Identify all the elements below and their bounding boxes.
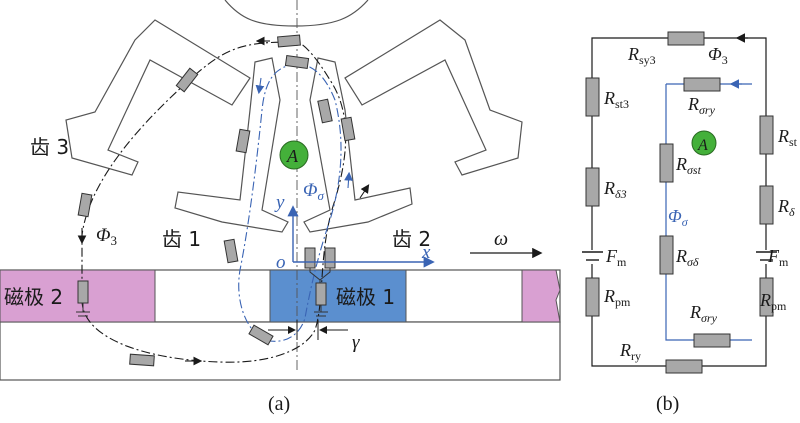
resistor-yoke-top (277, 34, 301, 48)
main-flux-arrow-right (359, 184, 370, 199)
label-r-sy3: Rsy3 (627, 44, 656, 67)
resistor-r-sigma-ry-bottom (693, 333, 731, 348)
resistor-tooth1-upper (235, 128, 251, 154)
resistor-r-sigma-delta (659, 235, 674, 275)
label-gamma: γ (352, 332, 360, 353)
caption-a: (a) (268, 393, 290, 415)
resistor-r-st (759, 115, 774, 155)
label-pole-2: 磁极 2 (4, 285, 63, 309)
equivalent-circuit: A Rsy3 Φ3 Rst3 Rσry Rst Rσst Rδ3 Rδ Φσ F… (582, 31, 798, 415)
resistor-tooth3-upper (175, 67, 199, 93)
resistor-r-ry (665, 359, 703, 374)
stator-yoke (224, 0, 369, 27)
resistor-gap-bottom (248, 324, 274, 346)
resistor-r-delta3 (585, 167, 600, 207)
label-fm-right: Fm (767, 246, 789, 269)
label-r-pm-left: Rpm (603, 286, 631, 309)
point-a-circle-left (279, 140, 309, 170)
motor-section: 齿 3 齿 1 齿 2 磁极 2 磁极 1 o x y Φσ Φ3 ω γ A … (0, 0, 561, 415)
label-tooth-3: 齿 3 (30, 135, 69, 159)
pole2-source-symbol (76, 303, 90, 317)
label-phi-sigma-right: Φσ (668, 206, 689, 229)
resistor-tooth2-mid (340, 116, 356, 142)
resistor-pole1 (315, 282, 327, 306)
resistor-gap-left (304, 247, 316, 269)
label-origin: o (276, 252, 286, 273)
caption-b: (b) (656, 393, 679, 415)
mmf-source-left (582, 250, 603, 264)
label-r-st: Rst (777, 126, 798, 149)
resistor-r-sy3 (667, 31, 705, 46)
label-r-delta: Rδ (777, 196, 795, 219)
label-r-pm-right: Rpm (759, 290, 787, 313)
resistor-r-pm-left (585, 277, 600, 317)
label-r-delta3: Rδ3 (603, 178, 627, 201)
resistor-tooth1-lower (223, 238, 239, 264)
label-x-axis: x (421, 242, 431, 263)
label-r-sigma-ry-bottom: Rσry (689, 302, 718, 325)
pole1-source-symbol (314, 305, 328, 317)
label-pole-1: 磁极 1 (336, 285, 395, 309)
resistor-tooth3-lower (77, 192, 93, 218)
resistor-backiron (129, 353, 155, 367)
label-phi-sigma: Φσ (303, 180, 324, 203)
tooth-3-shape (65, 19, 251, 176)
label-omega: ω (494, 228, 508, 250)
resistor-r-sigma-st (659, 143, 674, 183)
mmf-source-right (756, 250, 777, 264)
label-y-axis: y (274, 192, 285, 213)
outer-loop-wire (591, 37, 767, 367)
resistor-pole2 (77, 280, 89, 304)
resistor-tooth2-upper (317, 98, 333, 124)
label-point-a-left: A (286, 146, 299, 166)
label-r-st3: Rst3 (603, 88, 629, 111)
label-phi3-left: Φ3 (96, 225, 117, 248)
label-phi3-right: Φ3 (708, 44, 728, 67)
tooth-1-shape (174, 57, 289, 233)
magnet-pole-1 (269, 269, 407, 323)
resistor-r-delta (759, 185, 774, 225)
label-r-sigma-delta: Rσδ (675, 246, 699, 269)
resistor-r-sigma-ry-top (683, 77, 721, 92)
leakage-arrow-left (255, 77, 265, 95)
tooth-right-shape (344, 19, 523, 176)
label-r-sigma-st: Rσst (675, 154, 702, 177)
point-a-circle-right (691, 130, 717, 156)
resistor-yoke-mid (284, 54, 310, 70)
resistor-gap-right (324, 247, 336, 269)
label-tooth-1: 齿 1 (162, 227, 201, 251)
leakage-flux-path (238, 63, 342, 342)
tooth-2-shape (303, 57, 413, 233)
label-tooth-2: 齿 2 (392, 227, 431, 251)
label-fm-left: Fm (605, 246, 627, 269)
label-r-sigma-ry-top: Rσry (687, 94, 716, 117)
leakage-arrow-right (344, 171, 353, 189)
mover-back-iron (0, 321, 561, 381)
resistor-r-st3 (585, 77, 600, 117)
label-point-a-right: A (697, 137, 708, 154)
magnet-pole-right (521, 269, 561, 323)
resistor-r-pm-right (759, 277, 774, 317)
label-r-ry: Rry (619, 340, 641, 363)
pole1-junction (309, 268, 331, 283)
